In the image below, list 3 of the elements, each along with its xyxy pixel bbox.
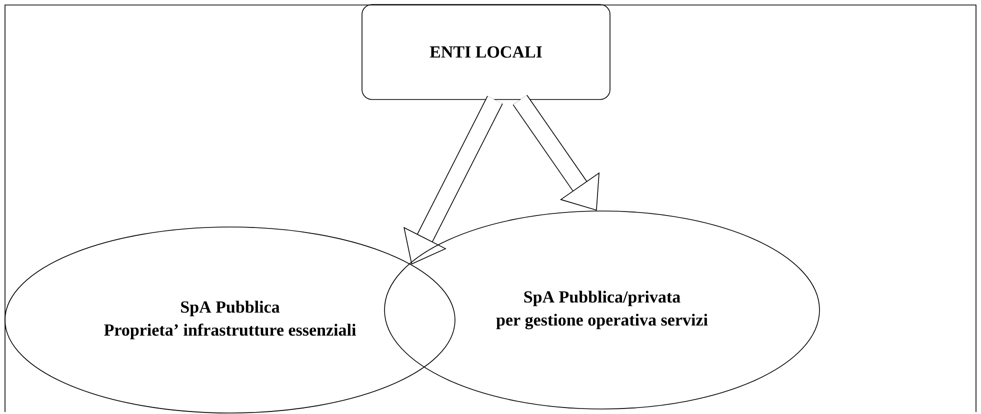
rounded-box: ENTI LOCALI (362, 4, 610, 100)
ellipse-node: SpA Pubblica/privata per gestione operativa servizi (384, 210, 820, 410)
ellipse-node: SpA Pubblica Proprieta’ infrastrutture essenziali (4, 226, 456, 414)
